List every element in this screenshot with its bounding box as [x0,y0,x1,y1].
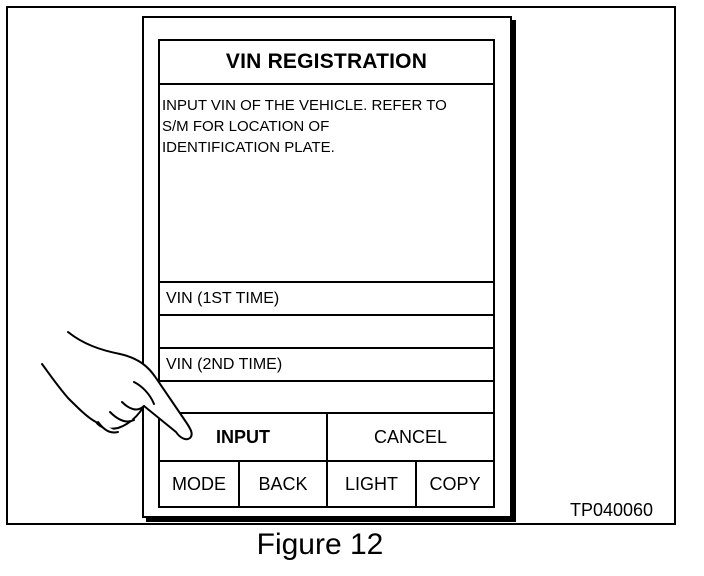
vin-first-label: VIN (1ST TIME) [160,281,493,314]
action-row: INPUT CANCEL [160,412,493,460]
back-button[interactable]: BACK [240,462,328,506]
message-line-2: S/M FOR LOCATION OF [162,118,330,135]
figure-frame [6,6,676,525]
vin-second-label: VIN (2ND TIME) [160,347,493,380]
device-screen: VIN REGISTRATION INPUT VIN OF THE VEHICL… [158,39,495,508]
pointing-hand-icon [41,331,193,441]
mode-button[interactable]: MODE [160,462,240,506]
copy-button[interactable]: COPY [417,462,493,506]
vin-second-field[interactable] [160,380,493,413]
toolbar-row: MODE BACK LIGHT COPY [160,460,493,506]
instruction-message: INPUT VIN OF THE VEHICLE. REFER TO S/M F… [162,95,487,158]
light-button[interactable]: LIGHT [328,462,417,506]
cancel-button[interactable]: CANCEL [328,414,493,460]
vin-first-field[interactable] [160,314,493,347]
message-line-1: INPUT VIN OF THE VEHICLE. REFER TO [162,97,447,114]
message-line-3: IDENTIFICATION PLATE. [162,139,335,156]
figure-code: TP040060 [570,500,654,520]
figure-caption: Figure 12 [256,528,384,561]
screen-title: VIN REGISTRATION [160,41,493,85]
